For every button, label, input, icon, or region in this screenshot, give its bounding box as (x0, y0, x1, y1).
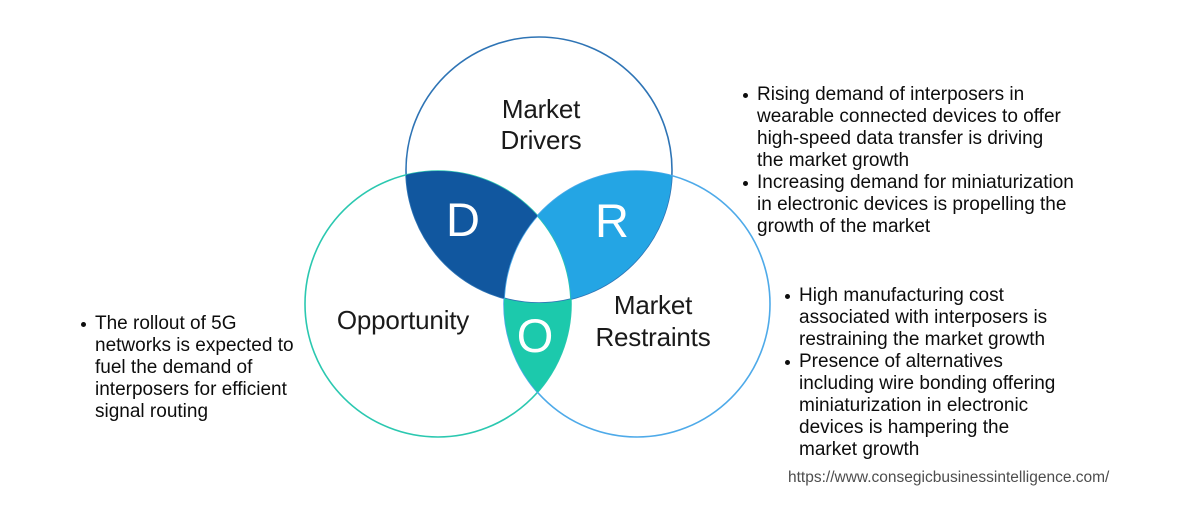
source-url-text: https://www.consegicbusinessintelligence… (788, 469, 1110, 486)
opportunity-circle-label: Opportunity (336, 305, 470, 335)
restraints-circle-label: Market Restraints (595, 290, 711, 352)
drivers-circle-label: Market Drivers (500, 94, 582, 155)
opportunity-note-item: The rollout of 5G networks is expected t… (74, 313, 298, 423)
drivers-note-item: Rising demand of interposers in wearable… (736, 84, 1074, 172)
opportunity-overlap-petal (305, 171, 571, 437)
restraints-notes-list: High manufacturing cost associated with … (778, 285, 1060, 461)
drivers-letter: D (446, 193, 480, 246)
restraints-note-item: Presence of alternatives including wire … (778, 351, 1060, 461)
drivers-note-item: Increasing demand for miniaturization in… (736, 172, 1074, 238)
restraints-note-item: High manufacturing cost associated with … (778, 285, 1060, 351)
opportunity-letter: O (517, 309, 554, 362)
restraints-letter: R (595, 194, 629, 247)
drivers-notes-list: Rising demand of interposers in wearable… (736, 84, 1074, 238)
opportunity-notes-list: The rollout of 5G networks is expected t… (74, 313, 298, 423)
